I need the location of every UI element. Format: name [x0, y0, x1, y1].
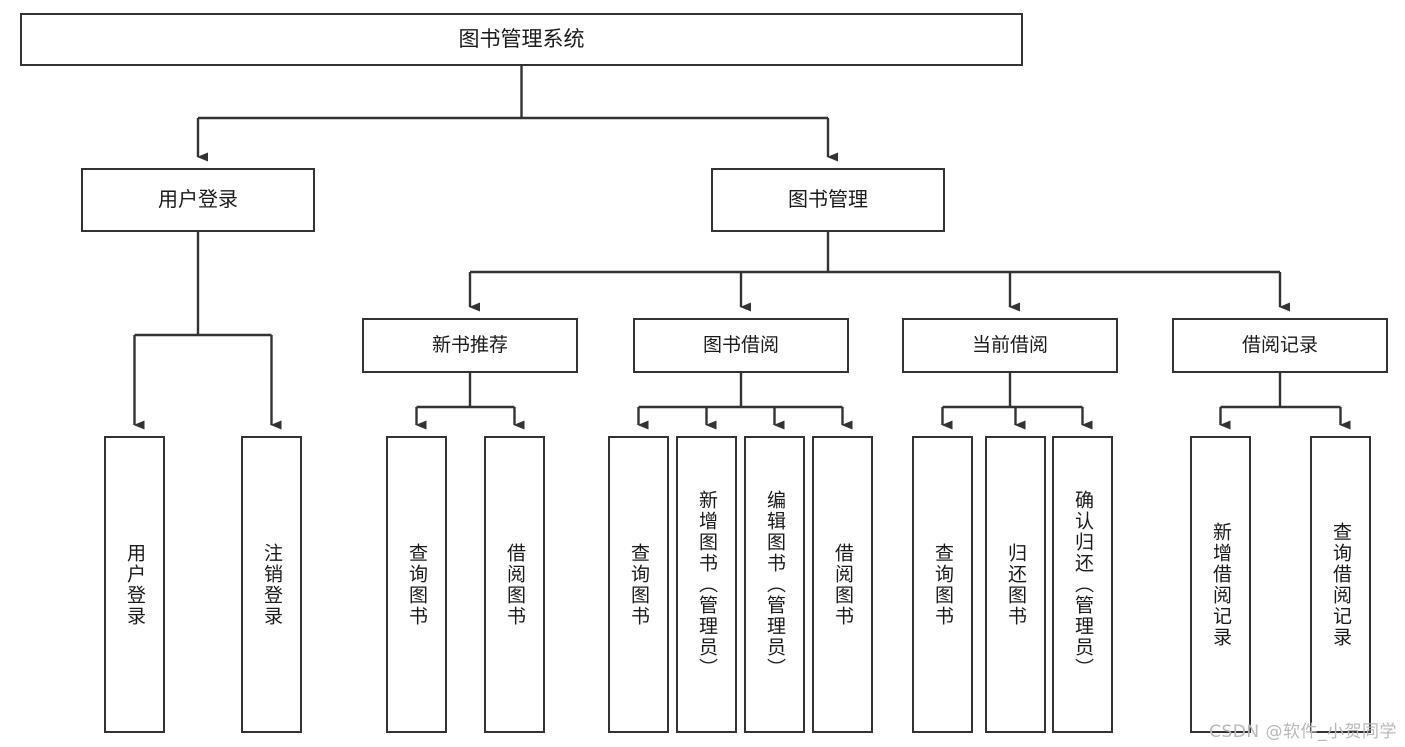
- node-label-leaf-user-logout: 注销登录: [261, 542, 283, 627]
- node-book-borrow[interactable]: 图书借阅: [633, 318, 849, 373]
- node-new-book-rec[interactable]: 新书推荐: [362, 318, 578, 373]
- node-label-leaf-cur-query: 查询图书: [932, 542, 954, 627]
- node-label-user-login: 用户登录: [158, 187, 238, 212]
- node-label-leaf-rec-search: 查询借阅记录: [1330, 521, 1352, 648]
- node-label-book-manage: 图书管理: [788, 187, 868, 212]
- node-leaf-cur-query[interactable]: 查询图书: [912, 436, 973, 733]
- node-label-leaf-rec-borrow: 借阅图书: [504, 542, 526, 627]
- node-root[interactable]: 图书管理系统: [20, 13, 1023, 66]
- node-label-new-book-rec: 新书推荐: [431, 334, 508, 357]
- node-borrow-record[interactable]: 借阅记录: [1172, 318, 1388, 373]
- node-label-leaf-brw-borrow: 借阅图书: [832, 542, 854, 627]
- node-leaf-brw-add[interactable]: 新增图书（管理员）: [676, 436, 737, 733]
- node-leaf-cur-confirm[interactable]: 确认归还（管理员）: [1052, 436, 1113, 733]
- node-label-leaf-cur-confirm: 确认归还（管理员）: [1072, 490, 1094, 679]
- node-leaf-user-logout[interactable]: 注销登录: [241, 436, 302, 733]
- node-label-root: 图书管理系统: [458, 27, 585, 52]
- node-leaf-rec-borrow[interactable]: 借阅图书: [484, 436, 545, 733]
- node-leaf-brw-query[interactable]: 查询图书: [608, 436, 669, 733]
- node-leaf-rec-search[interactable]: 查询借阅记录: [1310, 436, 1371, 733]
- node-label-leaf-brw-query: 查询图书: [628, 542, 650, 627]
- node-current-borrow[interactable]: 当前借阅: [902, 318, 1118, 373]
- node-leaf-rec-add[interactable]: 新增借阅记录: [1190, 436, 1251, 733]
- node-label-leaf-rec-add: 新增借阅记录: [1210, 521, 1232, 648]
- watermark-label: CSDN @软件_小贺同学: [1209, 722, 1397, 742]
- node-label-leaf-user-login: 用户登录: [124, 542, 146, 627]
- node-leaf-brw-borrow[interactable]: 借阅图书: [812, 436, 873, 733]
- node-user-login[interactable]: 用户登录: [81, 168, 315, 232]
- node-label-leaf-brw-edit: 编辑图书（管理员）: [764, 490, 786, 679]
- node-label-current-borrow: 当前借阅: [971, 334, 1048, 357]
- node-leaf-cur-return[interactable]: 归还图书: [985, 436, 1046, 733]
- node-leaf-brw-edit[interactable]: 编辑图书（管理员）: [744, 436, 805, 733]
- node-book-manage[interactable]: 图书管理: [711, 168, 945, 232]
- node-label-leaf-rec-query: 查询图书: [406, 542, 428, 627]
- node-leaf-rec-query[interactable]: 查询图书: [386, 436, 447, 733]
- node-label-borrow-record: 借阅记录: [1241, 334, 1318, 357]
- node-label-leaf-cur-return: 归还图书: [1005, 542, 1027, 627]
- node-leaf-user-login[interactable]: 用户登录: [104, 436, 165, 733]
- node-label-leaf-brw-add: 新增图书（管理员）: [696, 490, 718, 679]
- node-label-book-borrow: 图书借阅: [702, 334, 779, 357]
